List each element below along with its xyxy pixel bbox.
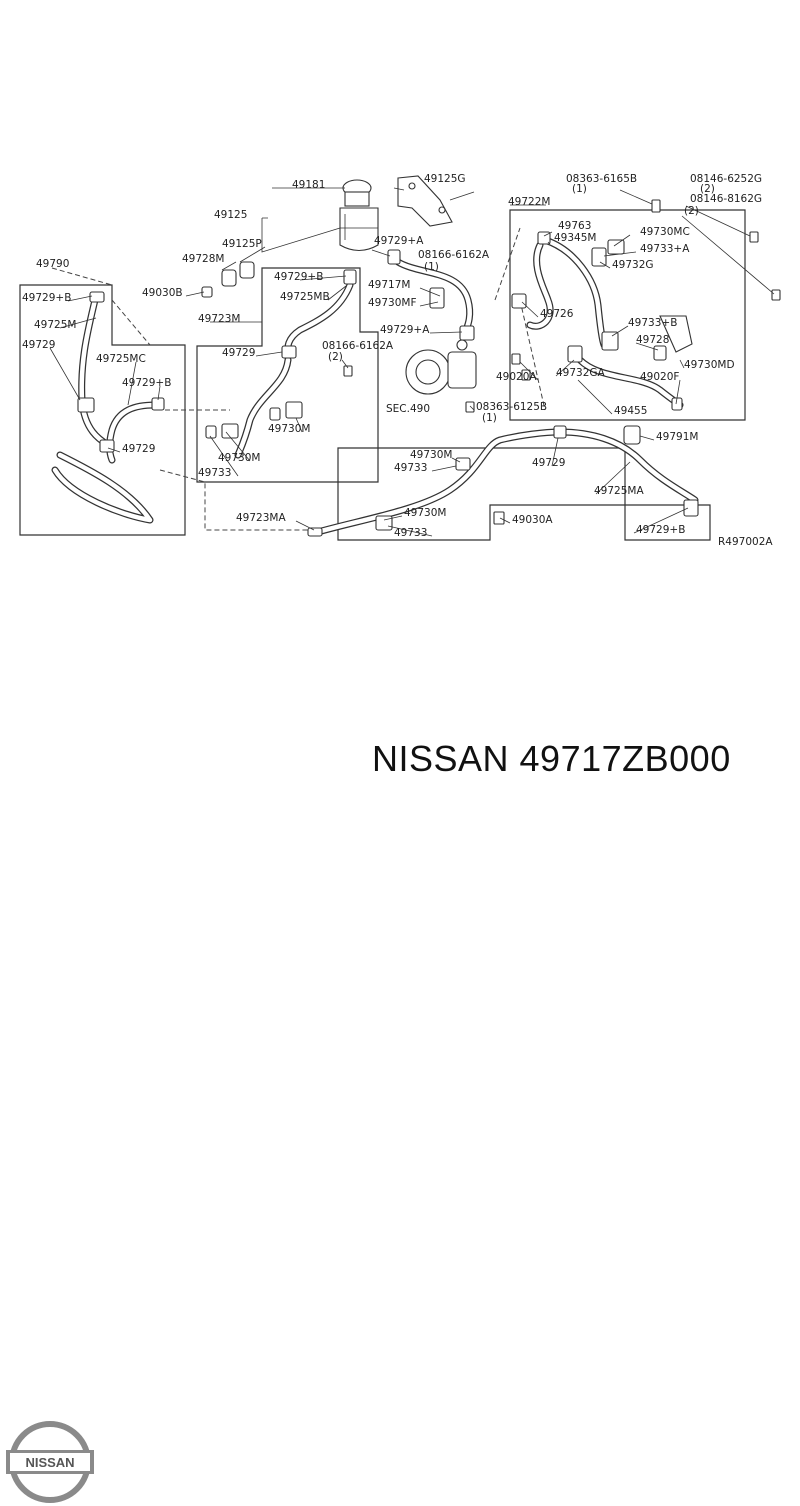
part-label: 49733 — [198, 467, 231, 479]
right-frame — [509, 209, 746, 421]
part-label: 49730MC — [640, 226, 690, 238]
part-label: 49725MA — [594, 485, 644, 497]
part-label: 49730M — [410, 449, 452, 461]
part-label: 49729+A — [374, 235, 424, 247]
part-label: (1) — [424, 261, 439, 273]
footer: NISSAN NISSAN 49717ZB000 — [0, 700, 800, 1503]
part-label: 49345M — [554, 232, 596, 244]
part-label: 49020F — [640, 371, 679, 383]
part-label: (1) — [572, 183, 587, 195]
part-label: 49733+B — [628, 317, 677, 329]
left-frame — [19, 284, 186, 536]
power-steering-pump — [405, 339, 477, 395]
dashed-link-center — [159, 409, 310, 531]
bracket-49125g — [397, 175, 453, 227]
part-label: (2) — [684, 205, 699, 217]
part-label: 49730M — [218, 452, 260, 464]
part-label: 49733+A — [640, 243, 690, 255]
part-label: 49125P — [222, 238, 262, 250]
part-label: 08363-6165B — [566, 173, 637, 185]
part-label: 08166-6162A — [418, 249, 490, 261]
hoses — [51, 236, 699, 536]
dashed-link-right — [494, 227, 546, 411]
bottom-frame — [337, 447, 711, 541]
part-label: (2) — [700, 183, 715, 195]
section-note: SEC.490 — [386, 403, 430, 415]
part-label: 49733 — [394, 527, 427, 539]
part-label: 49729 — [222, 347, 255, 359]
part-label: 49455 — [614, 405, 647, 417]
part-label: 49717M — [368, 279, 410, 291]
part-label: 49732GA — [556, 367, 606, 379]
part-label: 49125 — [214, 209, 247, 221]
center-frame — [196, 267, 379, 483]
part-label: 49726 — [540, 308, 574, 320]
clamps-and-fittings — [77, 199, 781, 537]
part-label: 49722M — [508, 196, 550, 208]
leader-lines — [49, 187, 775, 537]
components — [77, 175, 781, 537]
part-label: 08166-6162A — [322, 340, 394, 352]
part-label: (2) — [328, 351, 343, 363]
part-label: 49791M — [656, 431, 698, 443]
part-label: 49790 — [36, 258, 69, 270]
diagram-frames — [19, 209, 746, 541]
part-label: 08363-6125B — [476, 401, 547, 413]
part-label: 49730MD — [684, 359, 735, 371]
part-label: 08146-8162G — [690, 193, 762, 205]
part-label: 49125G — [424, 173, 466, 185]
svg-text:NISSAN: NISSAN — [25, 1455, 74, 1470]
part-label: 49733 — [394, 462, 427, 474]
part-label: 49030A — [512, 514, 553, 526]
part-label: 49181 — [292, 179, 325, 191]
part-labels: 49181 49125G 49125 49125P 49728M 49729+A… — [22, 173, 773, 548]
part-label: 49723M — [198, 313, 240, 325]
part-label: 49732G — [612, 259, 654, 271]
part-label: 49730M — [404, 507, 446, 519]
part-label: 08146-6252G — [690, 173, 762, 185]
parts-diagram: 49181 49125G 49125 49125P 49728M 49729+A… — [19, 173, 781, 548]
part-label: 49729+A — [380, 324, 430, 336]
part-label: 49729+B — [122, 377, 171, 389]
part-label: (1) — [482, 412, 497, 424]
part-label: 49729 — [532, 457, 565, 469]
part-label: 49729+B — [636, 524, 685, 536]
nissan-logo-icon: NISSAN — [6, 1421, 94, 1503]
part-label: 49729+B — [274, 271, 323, 283]
part-label: 49730MF — [368, 297, 417, 309]
part-label: 49729 — [122, 443, 155, 455]
part-label: 49729 — [22, 339, 55, 351]
part-label: 49763 — [558, 220, 591, 232]
part-label: 49725MB — [280, 291, 330, 303]
part-label: 49729+B — [22, 292, 71, 304]
part-label: 49020A — [496, 371, 537, 383]
dashed-link-left — [51, 267, 151, 346]
part-label: 49030B — [142, 287, 183, 299]
part-label: 49723MA — [236, 512, 286, 524]
reservoir-tank — [339, 179, 379, 252]
part-label: R497002A — [718, 536, 773, 548]
part-label: 49725MC — [96, 353, 146, 365]
part-label: 49730M — [268, 423, 310, 435]
part-label: 49728 — [636, 334, 669, 346]
part-label: 49725M — [34, 319, 76, 331]
part-label: 49728M — [182, 253, 224, 265]
part-number-title: NISSAN 49717ZB000 — [372, 738, 731, 779]
